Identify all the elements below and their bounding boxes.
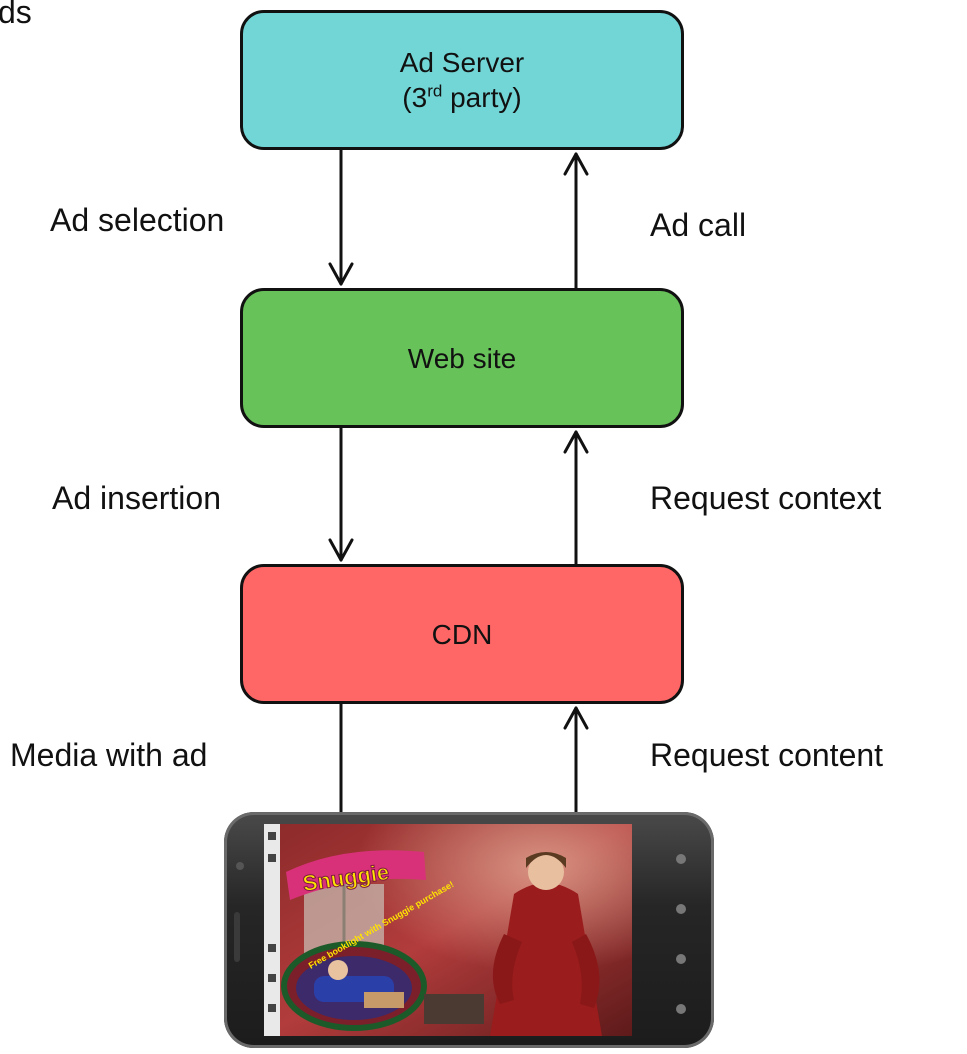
phone-button-search <box>676 1004 686 1014</box>
phone-button-menu <box>676 904 686 914</box>
ad-server-subtitle: (3rd party) <box>402 81 522 113</box>
label-ad-call: Ad call <box>650 207 747 243</box>
phone-button-back <box>676 954 686 964</box>
label-media-with-ad: Media with ad <box>10 737 208 773</box>
arrowhead-ad-selection <box>328 262 354 286</box>
cdn-node: CDN <box>240 564 684 704</box>
corner-text: ds <box>0 0 32 30</box>
arrowhead-ad-call <box>563 152 589 176</box>
phone-button-home <box>676 854 686 864</box>
cdn-label: CDN <box>431 618 493 650</box>
phone-speaker <box>234 912 240 962</box>
ad-server-title: Ad Server <box>399 47 525 78</box>
arrowhead-ad-insertion <box>328 538 354 562</box>
arrowhead-request-context <box>563 430 589 454</box>
web-site-node: Web site <box>240 288 684 428</box>
snuggie-ad-image: Snuggie Free booklight with Snuggie purc… <box>264 824 632 1036</box>
ad-server-node: Ad Server (3rd party) <box>240 10 684 150</box>
web-site-label: Web site <box>407 342 517 374</box>
arrowhead-request-content <box>563 706 589 730</box>
phone-camera-dot <box>236 862 244 870</box>
label-request-content: Request content <box>650 737 884 773</box>
label-ad-selection: Ad selection <box>50 202 225 238</box>
phone-screen-ad-image: Snuggie Free booklight with Snuggie purc… <box>264 824 632 1036</box>
label-ad-insertion: Ad insertion <box>52 480 221 516</box>
label-request-context: Request context <box>650 480 882 516</box>
phone-device: Snuggie Free booklight with Snuggie purc… <box>224 812 714 1048</box>
